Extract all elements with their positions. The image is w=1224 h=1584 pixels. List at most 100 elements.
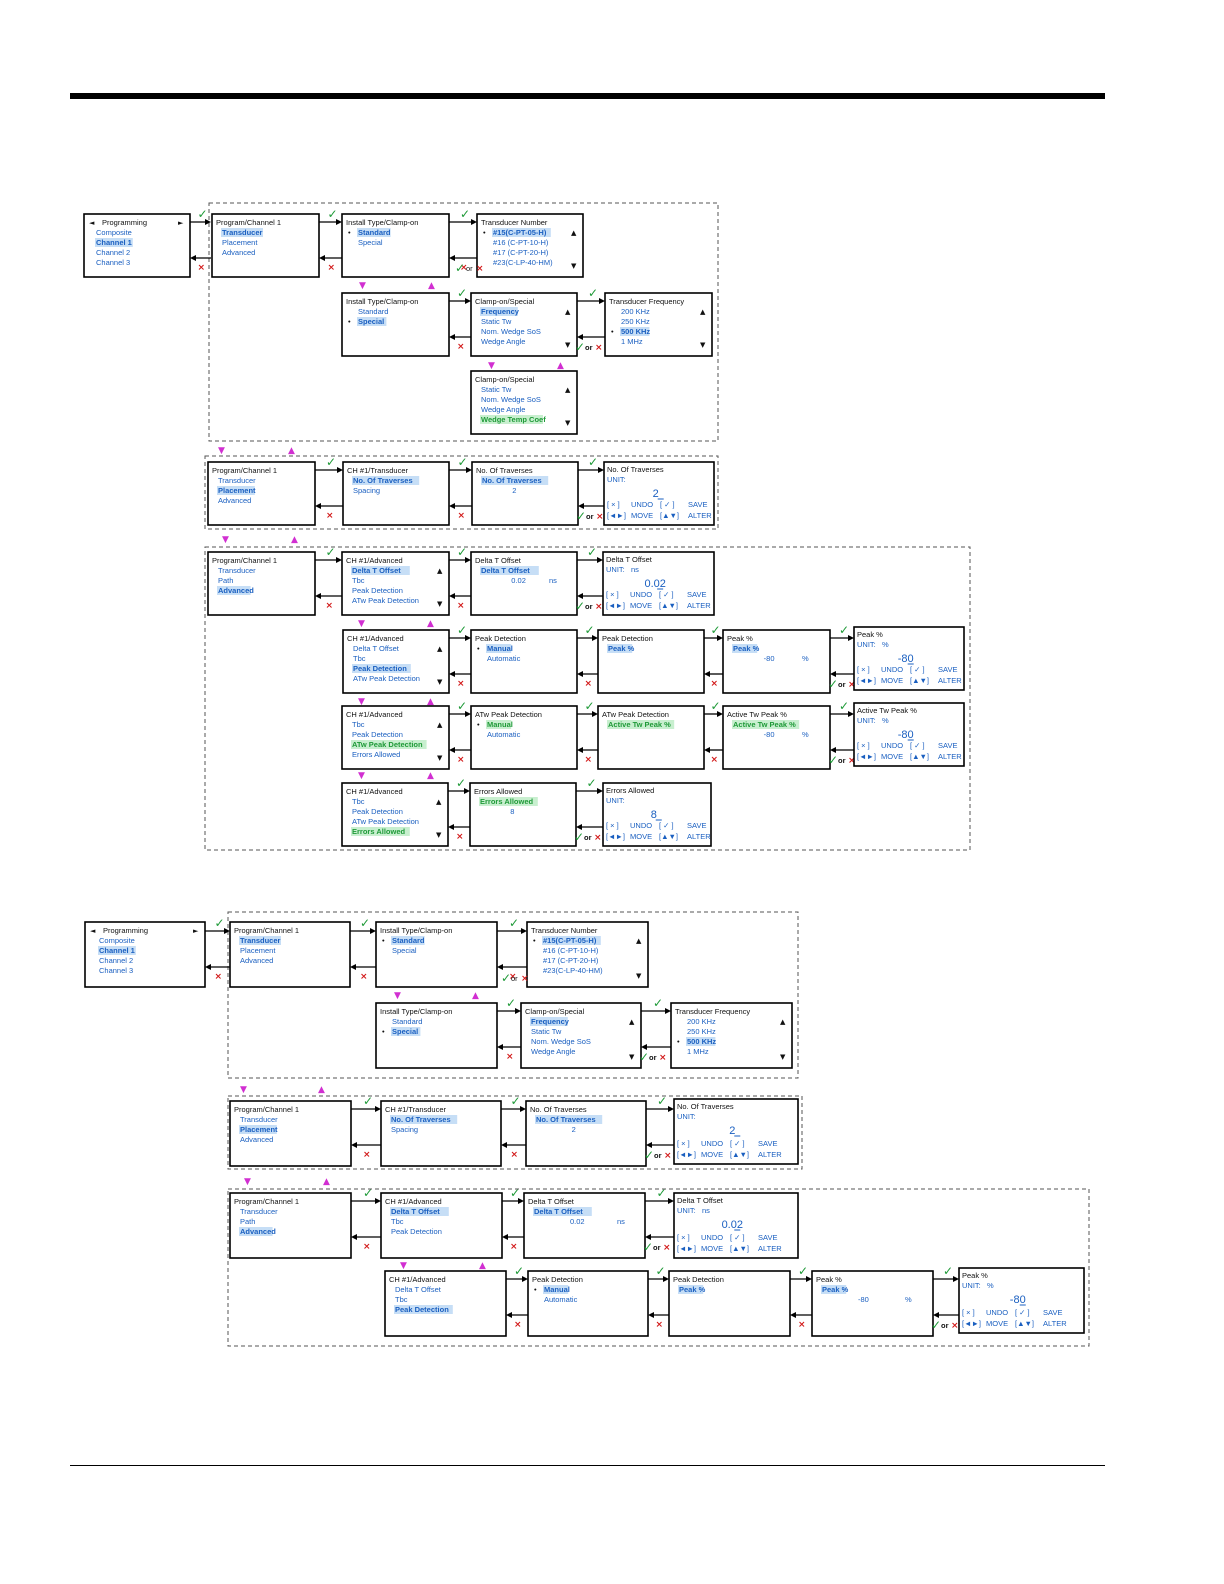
connector: ✓✓or×: [639, 996, 671, 1064]
save-key: [ ✓ ]: [660, 500, 675, 509]
menu-item: Placement: [218, 486, 256, 495]
screen-frame: [668, 1270, 791, 1337]
cross-icon: ×: [595, 343, 603, 353]
connector: ✓✓or×: [576, 455, 604, 523]
check-icon: ✓: [457, 699, 467, 713]
up-triangle-icon: ▲: [318, 1085, 325, 1095]
check-icon: ✓: [509, 916, 519, 930]
selection-highlight: [352, 476, 420, 485]
screen-frame: [380, 1100, 502, 1167]
check-icon: ✓: [326, 545, 336, 559]
menu-item: Transducer: [240, 1115, 278, 1124]
menu-item: Tbc: [353, 654, 366, 663]
connector: ✓×: [448, 776, 470, 842]
edit-screen-atpe[interactable]: Active Tw Peak %UNIT:%-80[ × ]UNDO[ ✓ ]S…: [853, 702, 965, 767]
check-icon: ✓: [798, 1264, 808, 1278]
bullet-icon: •: [348, 317, 351, 326]
selection-highlight: [239, 936, 281, 945]
or-text: or: [838, 756, 846, 765]
check-icon: ✓: [575, 340, 585, 354]
selection-highlight: [732, 720, 800, 729]
selection-highlight: [481, 476, 549, 485]
menu-screen-pc_t[interactable]: Program/Channel 1TransducerPlacementAdva…: [229, 921, 351, 988]
move-label: MOVE: [881, 676, 903, 685]
cross-icon: ×: [596, 512, 604, 522]
menu-screen-pc_p[interactable]: Program/Channel 1TransducerPlacementAdva…: [229, 1100, 352, 1167]
selection-highlight: [98, 946, 136, 955]
connector: ✓×: [315, 455, 343, 521]
check-icon: ✓: [501, 971, 511, 985]
selection-highlight: [486, 644, 512, 653]
edit-screen-ppe[interactable]: Peak %UNIT:%-80[ × ]UNDO[ ✓ ]SAVE[◄►]MOV…: [958, 1267, 1085, 1334]
screen-frame: [341, 705, 450, 770]
menu-screen-pc_p[interactable]: Program/Channel 1TransducerPlacementAdva…: [207, 461, 316, 526]
check-icon: ✓: [657, 1186, 667, 1200]
menu-item: Automatic: [487, 730, 521, 739]
connector: ✓×: [449, 286, 471, 352]
screen-title: Errors Allowed: [474, 787, 522, 796]
menu-item: No. Of Traverses: [482, 476, 542, 485]
selection-highlight: [533, 1207, 592, 1216]
up-triangle-icon: ▲: [291, 535, 298, 545]
menu-screen-tnum[interactable]: Transducer Number•#15(C-PT-05-H)#16 (C-P…: [476, 213, 584, 278]
menu-screen-atp[interactable]: Active Tw Peak %Active Tw Peak %-80%: [722, 705, 831, 770]
selection-highlight: [479, 797, 538, 806]
check-icon: ✓: [326, 455, 336, 469]
menu-item: ATw Peak Detection: [352, 596, 419, 605]
menu-item: Nom. Wedge SoS: [481, 327, 541, 336]
screen-frame: [342, 461, 450, 526]
menu-screen-pp[interactable]: Peak %Peak %-80%: [811, 1270, 934, 1337]
connector: ✓×: [319, 207, 342, 273]
menu-screen-tnum[interactable]: Transducer Number•#15(C-PT-05-H)#16 (C-P…: [526, 921, 649, 988]
selection-highlight: [821, 1285, 847, 1294]
check-icon: ✓: [328, 207, 338, 221]
move-key: [◄►]: [606, 832, 625, 841]
menu-screen-pp[interactable]: Peak %Peak %-80%: [722, 629, 831, 694]
or-text: or: [941, 1321, 949, 1330]
value-text: -80: [764, 654, 775, 663]
check-icon: ✓: [458, 455, 468, 469]
edit-screen-ppe[interactable]: Peak %UNIT:%-80[ × ]UNDO[ ✓ ]SAVE[◄►]MOV…: [853, 626, 965, 691]
down-triangle-icon: ▼: [358, 771, 365, 781]
screen-title: Install Type/Clamp-on: [346, 297, 418, 306]
menu-screen-pc_t[interactable]: Program/Channel 1TransducerPlacementAdva…: [211, 213, 320, 278]
